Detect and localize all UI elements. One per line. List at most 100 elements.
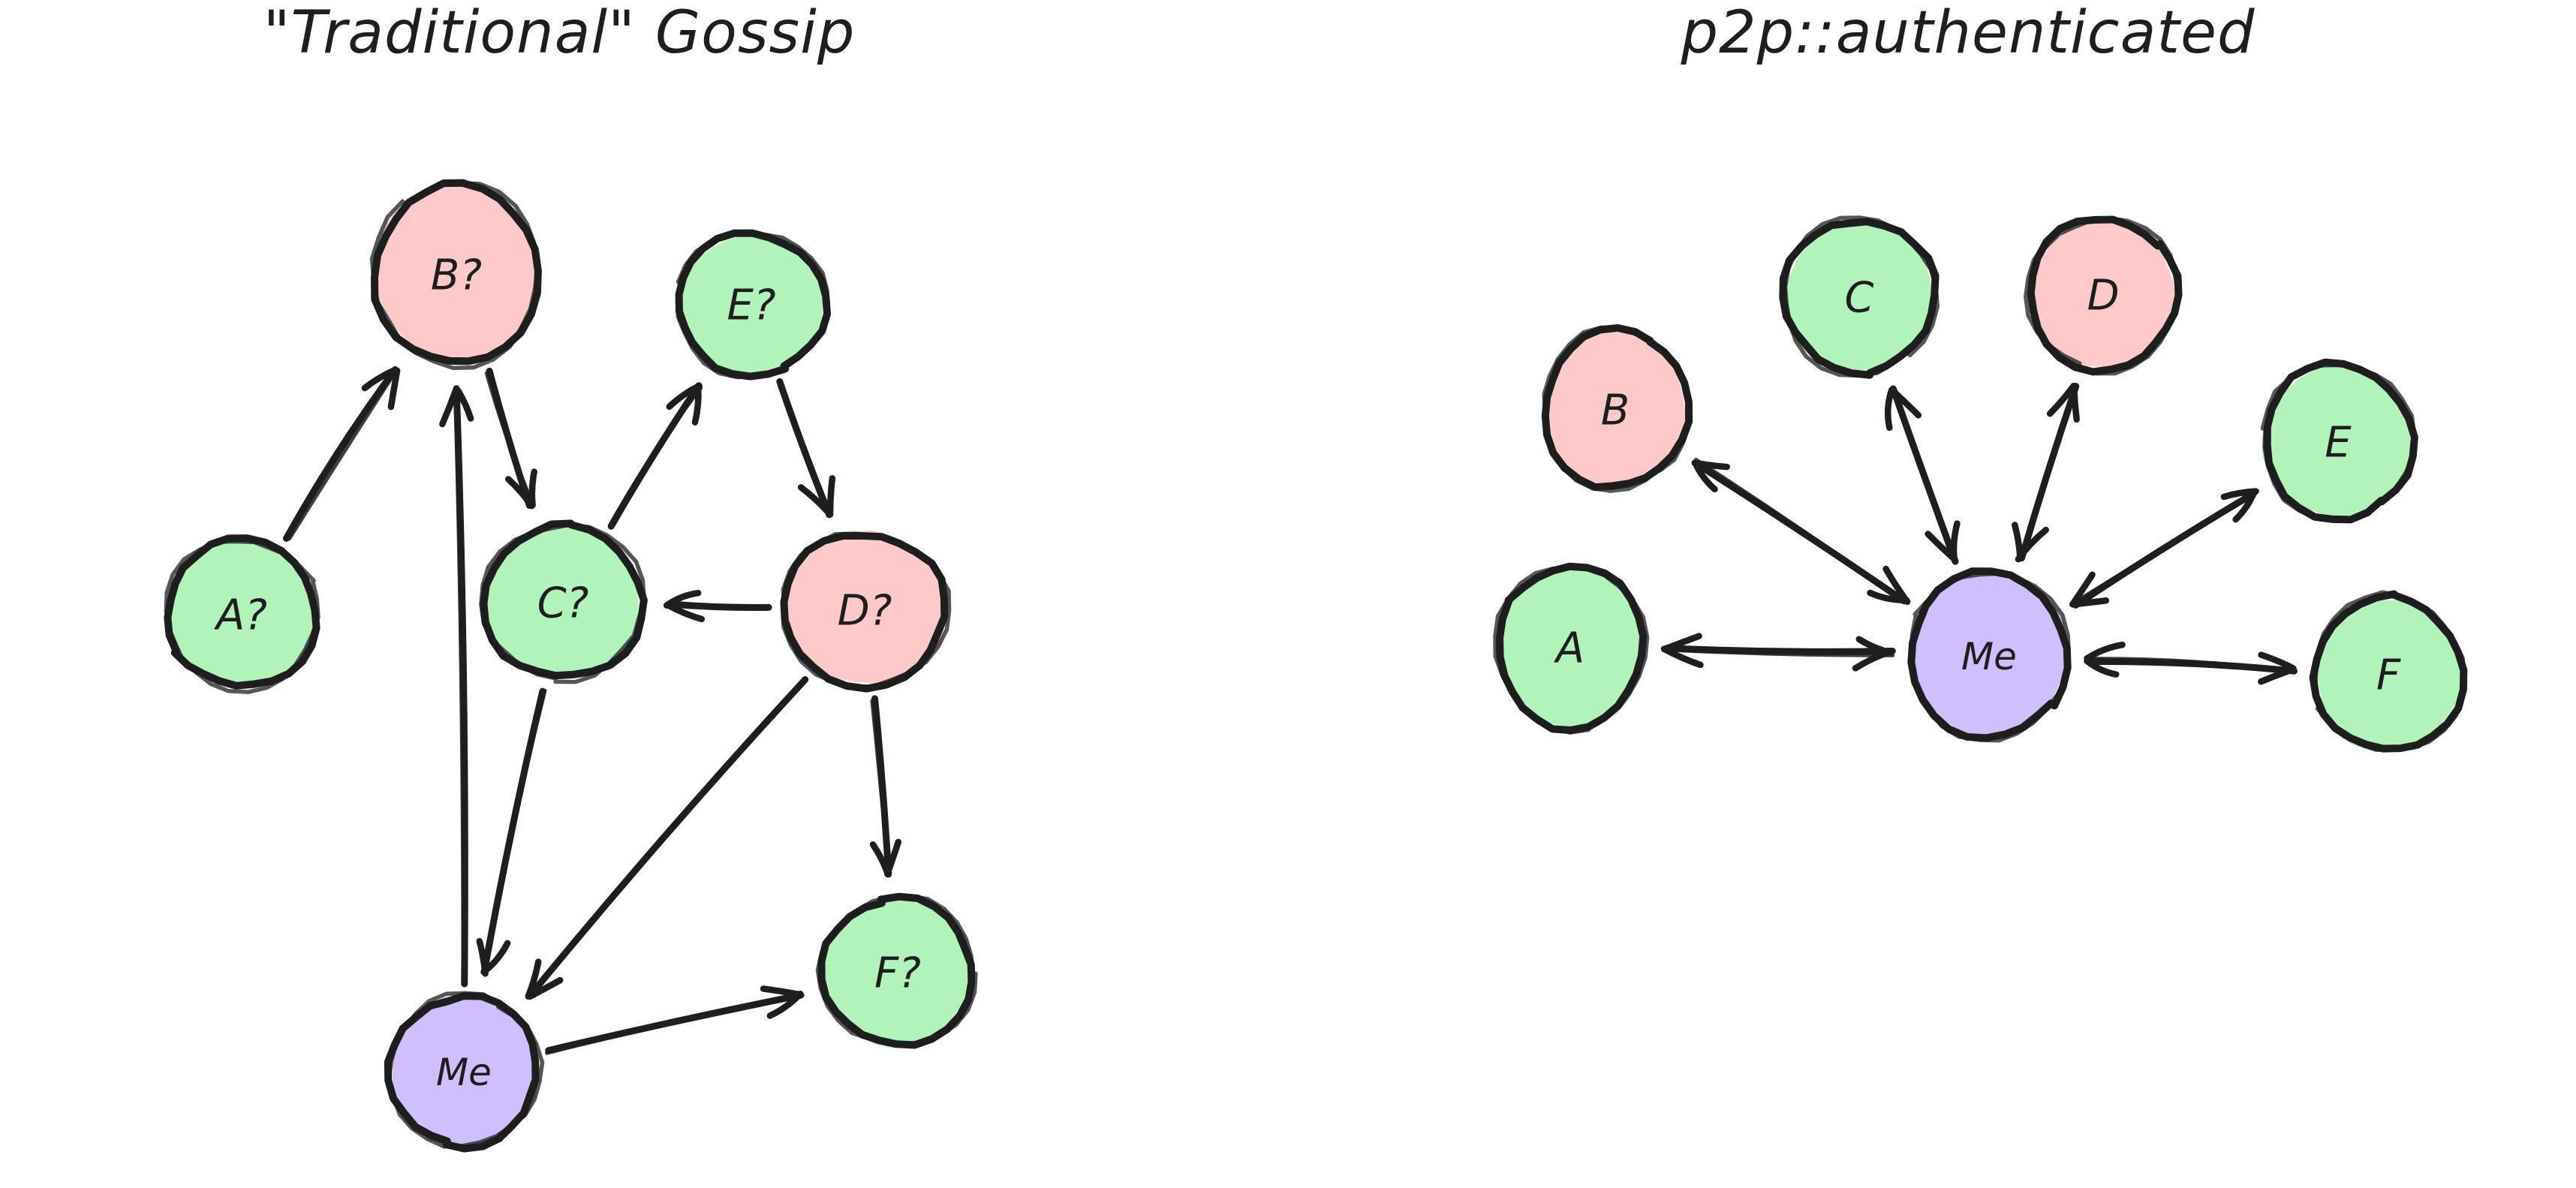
arrowhead-forward	[666, 382, 703, 411]
node-label-A: A	[1554, 624, 1584, 673]
node-layer: A? B? C? D? E? F? Me	[164, 179, 978, 1153]
node-outline	[1542, 325, 1693, 493]
edge-p2p-authenticated-Me-to-B	[1691, 457, 1911, 606]
edge-traditional-gossip-C-to-Me	[476, 687, 547, 977]
arrowhead-forward	[883, 838, 902, 877]
node-outline	[780, 531, 952, 689]
node-fill	[167, 537, 320, 686]
edge-shaft	[2018, 386, 2075, 562]
edge-shaft	[1891, 385, 1958, 562]
node-label-C: C?	[537, 579, 589, 628]
edge-shaft	[870, 699, 891, 874]
arrowhead-reverse	[1950, 520, 1961, 564]
edge-traditional-gossip-Me-to-B	[439, 385, 474, 988]
node-outline	[675, 232, 830, 380]
node-label-A: A?	[214, 591, 267, 640]
edge-shaft	[282, 365, 399, 542]
edge-shaft	[1663, 648, 1895, 657]
node-outline	[815, 893, 978, 1046]
node-outline	[164, 539, 320, 694]
node-outline	[1779, 218, 1940, 379]
arrowhead-forward	[2258, 651, 2297, 672]
edge-traditional-gossip-Me-to-F	[545, 985, 805, 1055]
panel-title-p2p-authenticated: p2p::authenticated	[1681, 0, 2256, 67]
arrowhead-forward	[760, 985, 804, 998]
arrowhead-forward	[1660, 645, 1704, 669]
node-fill	[1910, 575, 2067, 740]
node-traditional-gossip-D[interactable]: D?	[780, 530, 952, 693]
node-fill	[823, 898, 974, 1049]
node-fill	[1783, 218, 1935, 371]
edge-traditional-gossip-D-to-F	[869, 695, 902, 878]
arrowhead-forward	[1884, 386, 1895, 432]
node-p2p-authenticated-A[interactable]: A	[1493, 562, 1650, 735]
edge-shaft	[608, 386, 703, 528]
node-fill	[676, 233, 823, 377]
arrowhead-reverse	[2084, 641, 2126, 662]
arrowhead-reverse	[2015, 526, 2050, 563]
node-p2p-authenticated-F[interactable]: F	[2309, 590, 2468, 753]
node-outline	[387, 991, 545, 1149]
arrowhead-forward	[2258, 666, 2295, 685]
arrowhead-forward	[664, 602, 706, 623]
node-outline	[2024, 216, 2180, 376]
edge-shaft	[1693, 457, 1907, 604]
node-p2p-authenticated-C[interactable]: C	[1779, 215, 1940, 379]
node-traditional-gossip-E[interactable]: E?	[675, 229, 832, 380]
arrowhead-forward	[387, 367, 401, 411]
node-label-Me: Me	[1961, 635, 2017, 678]
node-traditional-gossip-F[interactable]: F?	[815, 892, 978, 1049]
node-label-E: E?	[727, 281, 775, 330]
node-p2p-authenticated-D[interactable]: D	[2024, 215, 2183, 376]
node-p2p-authenticated-B[interactable]: B	[1541, 323, 1693, 493]
node-label-Me: Me	[436, 1051, 492, 1094]
edge-traditional-gossip-E-to-D	[776, 377, 836, 519]
edge-shaft	[483, 688, 547, 973]
arrowhead-forward	[439, 385, 460, 428]
node-layer: Me A B C DE F	[1493, 215, 2468, 753]
node-p2p-authenticated-Me[interactable]: Me	[1907, 567, 2072, 743]
node-outline	[480, 519, 648, 680]
node-traditional-gossip-Me[interactable]: Me	[384, 991, 545, 1153]
arrowhead-reverse	[1882, 565, 1911, 606]
arrowhead-forward	[480, 940, 511, 976]
arrowhead-reverse	[2069, 597, 2110, 608]
arrowhead-forward	[1889, 387, 1922, 419]
edge-shaft	[484, 371, 535, 506]
panel-traditional-gossip: A?B?C?D?E?F?Me"Traditional" Gossip	[164, 0, 978, 1153]
node-fill	[1543, 327, 1687, 486]
node-traditional-gossip-C[interactable]: C?	[479, 519, 648, 684]
node-label-F: F	[2376, 651, 2401, 700]
node-fill	[784, 530, 947, 684]
node-fill	[375, 182, 537, 366]
node-fill	[1494, 564, 1640, 728]
edge-shaft	[777, 383, 832, 516]
edge-p2p-authenticated-Me-to-E	[2069, 488, 2259, 609]
edge-traditional-gossip-C-to-E	[607, 382, 703, 530]
edge-traditional-gossip-B-to-C	[484, 367, 537, 510]
arrowhead-forward	[528, 468, 537, 509]
edge-traditional-gossip-D-to-C	[663, 589, 772, 623]
edge-p2p-authenticated-Me-to-D	[2012, 382, 2080, 563]
edge-traditional-gossip-A-to-B	[282, 365, 401, 542]
node-label-F: F?	[874, 949, 921, 998]
arrowhead-forward	[2046, 382, 2078, 417]
edge-shaft	[667, 603, 772, 610]
node-traditional-gossip-A[interactable]: A?	[164, 534, 320, 694]
node-outline	[2260, 362, 2417, 523]
node-outline	[369, 180, 540, 371]
edge-layer	[282, 365, 902, 1055]
arrowhead-reverse	[2069, 571, 2096, 607]
node-p2p-authenticated-E[interactable]: E	[2260, 358, 2418, 524]
arrowhead-reverse	[2012, 522, 2024, 561]
node-traditional-gossip-B[interactable]: B?	[369, 179, 542, 371]
node-outline	[164, 534, 320, 690]
node-label-C: C	[1844, 274, 1873, 323]
edge-p2p-authenticated-Me-to-C	[1884, 385, 1961, 565]
node-outline	[1909, 571, 2072, 743]
edge-shaft	[525, 676, 808, 1000]
node-label-B: B	[1601, 386, 1630, 435]
node-outline	[1493, 565, 1650, 735]
node-outline	[479, 522, 646, 684]
